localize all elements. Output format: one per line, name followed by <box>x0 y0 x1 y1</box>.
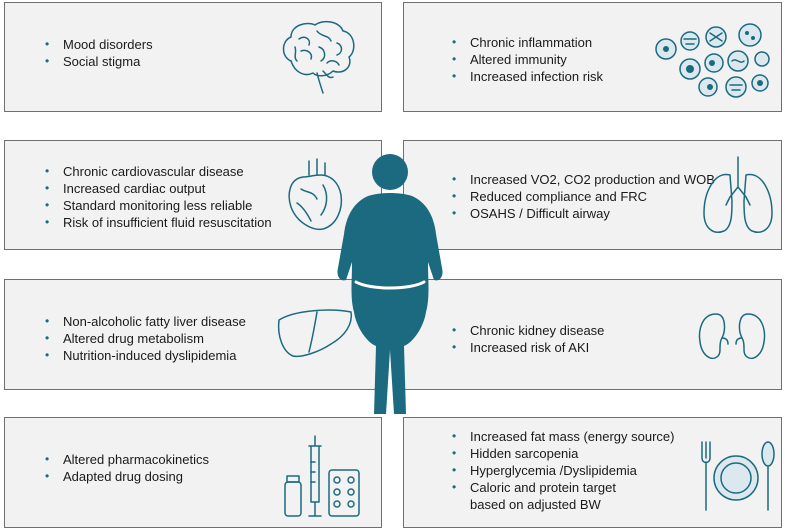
list-item: Chronic kidney disease <box>450 322 604 339</box>
heart-list: Chronic cardiovascular disease Increased… <box>43 163 272 231</box>
list-item: Chronic inflammation <box>450 34 603 51</box>
brain-icon <box>277 17 357 95</box>
panel-drugs: Altered pharmacokinetics Adapted drug do… <box>4 417 382 528</box>
list-item: Increased cardiac output <box>43 180 272 197</box>
list-item: Altered immunity <box>450 51 603 68</box>
heart-icon <box>283 155 347 235</box>
panel-liver: Non-alcoholic fatty liver disease Altere… <box>4 279 382 390</box>
immune-cells-icon <box>652 21 770 101</box>
list-item: Reduced compliance and FRC <box>450 188 715 205</box>
nutrition-list: Increased fat mass (energy source) Hidde… <box>450 428 674 496</box>
list-item: Standard monitoring less reliable <box>43 197 272 214</box>
lungs-icon <box>700 153 776 239</box>
panel-immune: Chronic inflammation Altered immunity In… <box>403 2 782 112</box>
list-item: Non-alcoholic fatty liver disease <box>43 313 246 330</box>
list-item: Hidden sarcopenia <box>450 445 674 462</box>
panel-lungs: Increased VO2, CO2 production and WOB Re… <box>403 140 782 250</box>
kidneys-icon <box>696 310 768 366</box>
list-item: Mood disorders <box>43 36 153 53</box>
plate-cutlery-icon <box>696 438 778 514</box>
panel-heart: Chronic cardiovascular disease Increased… <box>4 140 382 250</box>
list-item: Altered drug metabolism <box>43 330 246 347</box>
list-item: Increased infection risk <box>450 68 603 85</box>
panel-brain: Mood disorders Social stigma <box>4 2 382 112</box>
list-item: Social stigma <box>43 53 153 70</box>
panel-kidney: Chronic kidney disease Increased risk of… <box>403 279 782 390</box>
list-item: Adapted drug dosing <box>43 468 209 485</box>
list-item: Chronic cardiovascular disease <box>43 163 272 180</box>
nutrition-continuation: based on adjusted BW <box>470 497 601 512</box>
list-item: Nutrition-induced dyslipidemia <box>43 347 246 364</box>
medication-icon <box>281 432 371 522</box>
list-item: Increased VO2, CO2 production and WOB <box>450 171 715 188</box>
list-item: Risk of insufficient fluid resuscitation <box>43 214 272 231</box>
obese-person-figure <box>330 150 450 425</box>
list-item: Altered pharmacokinetics <box>43 451 209 468</box>
list-item: Hyperglycemia /Dyslipidemia <box>450 462 674 479</box>
kidney-list: Chronic kidney disease Increased risk of… <box>450 322 604 356</box>
list-item: Caloric and protein target <box>450 479 674 496</box>
panel-nutrition: Increased fat mass (energy source) Hidde… <box>403 417 782 528</box>
liver-list: Non-alcoholic fatty liver disease Altere… <box>43 313 246 364</box>
list-item: OSAHS / Difficult airway <box>450 205 715 222</box>
drugs-list: Altered pharmacokinetics Adapted drug do… <box>43 451 209 485</box>
immune-list: Chronic inflammation Altered immunity In… <box>450 34 603 85</box>
list-item: Increased fat mass (energy source) <box>450 428 674 445</box>
brain-list: Mood disorders Social stigma <box>43 36 153 70</box>
list-item: Increased risk of AKI <box>450 339 604 356</box>
lungs-list: Increased VO2, CO2 production and WOB Re… <box>450 171 715 222</box>
liver-icon <box>275 306 355 362</box>
